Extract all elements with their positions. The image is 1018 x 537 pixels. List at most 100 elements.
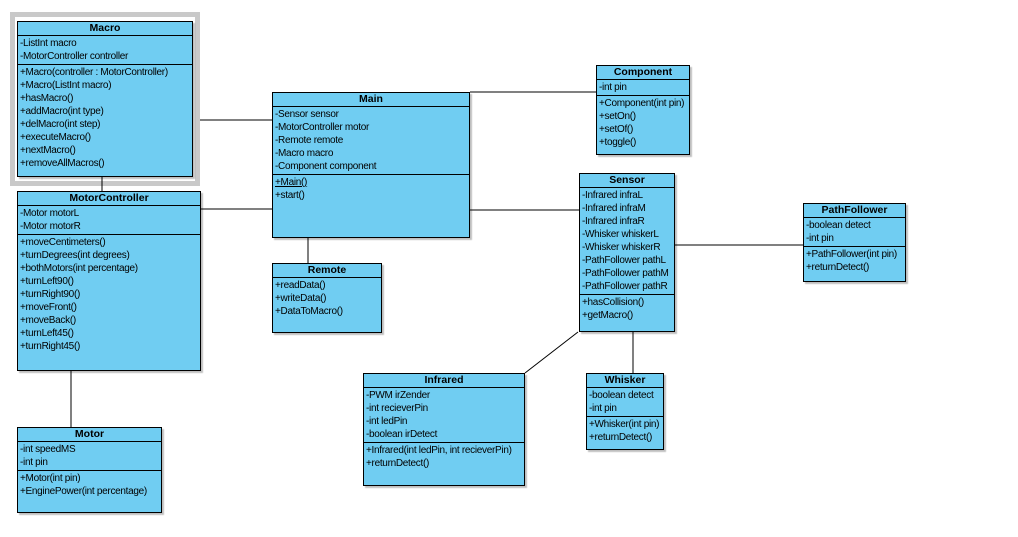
method-row: +Component(int pin) xyxy=(599,98,685,109)
class-title-macro: Macro xyxy=(18,22,192,36)
method-row: +setOn() xyxy=(599,111,636,122)
method-row: +removeAllMacros() xyxy=(20,158,105,169)
attribute-row: -int speedMS xyxy=(20,444,76,455)
method-row: +turnLeft45() xyxy=(20,328,74,339)
class-title-pathfollower: PathFollower xyxy=(804,204,905,218)
attribute-row: -int ledPin xyxy=(366,416,408,427)
class-attributes-main: -Sensor sensor -MotorController motor -Rem… xyxy=(273,107,469,175)
method-row: +bothMotors(int percentage) xyxy=(20,263,138,274)
method-row: +nextMacro() xyxy=(20,145,76,156)
class-title-main: Main xyxy=(273,93,469,107)
method-row: +Main() xyxy=(275,177,308,188)
class-box-motor[interactable]: Motor -int speedMS -int pin +Motor(int pin)… xyxy=(17,427,162,513)
association-line-sensor-infrared[interactable] xyxy=(524,331,579,374)
attribute-row: -boolean detect xyxy=(806,220,871,231)
attribute-row: -Motor motorL xyxy=(20,208,79,219)
class-methods-motor: +Motor(int pin)+EnginePower(int percenta… xyxy=(18,471,161,512)
class-attributes-whisker: -boolean detect-int pin xyxy=(587,388,663,417)
attribute-row: -MotorController controller xyxy=(20,51,129,62)
method-row: +Infrared(int ledPin, int recieverPin) xyxy=(366,445,512,456)
class-box-pathfollower[interactable]: PathFollower -boolean detect -int pin +Path… xyxy=(803,203,906,282)
class-methods-macro: +Macro(controller : MotorController) +Mac… xyxy=(18,65,192,176)
method-row: +getMacro() xyxy=(582,310,633,321)
attribute-row: -PathFollower pathL xyxy=(582,255,666,266)
attribute-row: -Infrared infraM xyxy=(582,203,646,214)
method-row: +turnRight90() xyxy=(20,289,80,300)
attribute-row: -ListInt macro xyxy=(20,38,77,49)
selection-frame[interactable] xyxy=(10,12,200,186)
method-row: +writeData() xyxy=(275,293,327,304)
method-row: +Macro(ListInt macro) xyxy=(20,80,112,91)
class-title-motor: Motor xyxy=(18,428,161,442)
method-row: +toggle() xyxy=(599,137,637,148)
class-title-motorcontroller: MotorController xyxy=(18,192,200,206)
attribute-row: -Sensor sensor xyxy=(275,109,339,120)
attribute-row: -int pin xyxy=(20,457,48,468)
attribute-row: -Whisker whiskerR xyxy=(582,242,661,253)
class-box-macro[interactable]: Macro -ListInt macro -MotorController cont… xyxy=(17,21,193,177)
method-row: +delMacro(int step) xyxy=(20,119,101,130)
attribute-row: -int pin xyxy=(806,233,834,244)
class-attributes-macro: -ListInt macro -MotorController controlle… xyxy=(18,36,192,65)
class-box-motorcontroller[interactable]: MotorController-Motor motorL-Motor motor… xyxy=(17,191,201,371)
method-row: +Macro(controller : MotorController) xyxy=(20,67,168,78)
attribute-row: -PWM irZender xyxy=(366,390,430,401)
method-row: +Whisker(int pin) xyxy=(589,419,660,430)
class-title-infrared: Infrared xyxy=(364,374,524,388)
attribute-row: -Macro macro xyxy=(275,148,334,159)
class-methods-component: +Component(int pin)+setOn()+setOf()+togg… xyxy=(597,96,689,154)
class-methods-whisker: +Whisker(int pin) +returnDetect() xyxy=(587,417,663,449)
method-row: +turnRight45() xyxy=(20,341,80,352)
method-row: +moveFront() xyxy=(20,302,77,313)
class-title-sensor: Sensor xyxy=(580,174,674,188)
method-row: +PathFollower(int pin) xyxy=(806,249,897,260)
method-row: +returnDetect() xyxy=(366,458,430,469)
attribute-row: -int recieverPin xyxy=(366,403,428,414)
method-row: +moveBack() xyxy=(20,315,76,326)
class-methods-motorcontroller: +moveCentimeters() +turnDegrees(int degre… xyxy=(18,235,200,370)
class-box-remote[interactable]: Remote +readData() +writeData() +DataToMacr… xyxy=(272,263,382,333)
attribute-row: -int pin xyxy=(589,403,617,414)
attribute-row: -Infrared infraR xyxy=(582,216,645,227)
attribute-row: -PathFollower pathM xyxy=(582,268,669,279)
class-methods-infrared: +Infrared(int ledPin, int recieverPin) +r… xyxy=(364,443,524,485)
class-methods-sensor: +hasCollision() +getMacro() xyxy=(580,295,674,331)
method-row: +Motor(int pin) xyxy=(20,473,81,484)
attribute-row: -Component component xyxy=(275,161,377,172)
method-row: +executeMacro() xyxy=(20,132,91,143)
class-box-component[interactable]: Component-int pin+Component(int pin)+set… xyxy=(596,65,690,155)
method-row: +moveCentimeters() xyxy=(20,237,106,248)
class-attributes-motorcontroller: -Motor motorL-Motor motorR xyxy=(18,206,200,235)
class-attributes-component: -int pin xyxy=(597,80,689,96)
class-box-whisker[interactable]: Whisker-boolean detect-int pin+Whisker(i… xyxy=(586,373,664,450)
class-title-remote: Remote xyxy=(273,264,381,278)
attribute-row: -boolean irDetect xyxy=(366,429,438,440)
class-attributes-motor: -int speedMS -int pin xyxy=(18,442,161,471)
attribute-row: -Remote remote xyxy=(275,135,344,146)
method-row: +turnDegrees(int degrees) xyxy=(20,250,130,261)
attribute-row: -Whisker whiskerL xyxy=(582,229,659,240)
method-row: +hasCollision() xyxy=(582,297,644,308)
class-attributes-sensor: -Infrared infraL-Infrared infraM-Infrare… xyxy=(580,188,674,295)
attribute-row: -MotorController motor xyxy=(275,122,369,133)
attribute-row: -int pin xyxy=(599,82,627,93)
method-row: +DataToMacro() xyxy=(275,306,343,317)
method-row: +hasMacro() xyxy=(20,93,74,104)
method-row: +addMacro(int type) xyxy=(20,106,104,117)
class-title-whisker: Whisker xyxy=(587,374,663,388)
class-box-infrared[interactable]: Infrared -PWM irZender -int recieverPin -in… xyxy=(363,373,525,486)
method-row: +readData() xyxy=(275,280,326,291)
method-row: +turnLeft90() xyxy=(20,276,74,287)
class-attributes-infrared: -PWM irZender -int recieverPin -int ledPin… xyxy=(364,388,524,443)
class-box-main[interactable]: Main -Sensor sensor -MotorController motor… xyxy=(272,92,470,238)
attribute-row: -PathFollower pathR xyxy=(582,281,668,292)
class-methods-main: +Main() +start() xyxy=(273,175,469,237)
class-methods-remote: +readData() +writeData() +DataToMacro() xyxy=(273,278,381,332)
method-row: +start() xyxy=(275,190,305,201)
class-attributes-pathfollower: -boolean detect -int pin xyxy=(804,218,905,247)
method-row: +returnDetect() xyxy=(589,432,653,443)
method-row: +returnDetect() xyxy=(806,262,870,273)
class-box-sensor[interactable]: Sensor-Infrared infraL-Infrared infraM-I… xyxy=(579,173,675,332)
